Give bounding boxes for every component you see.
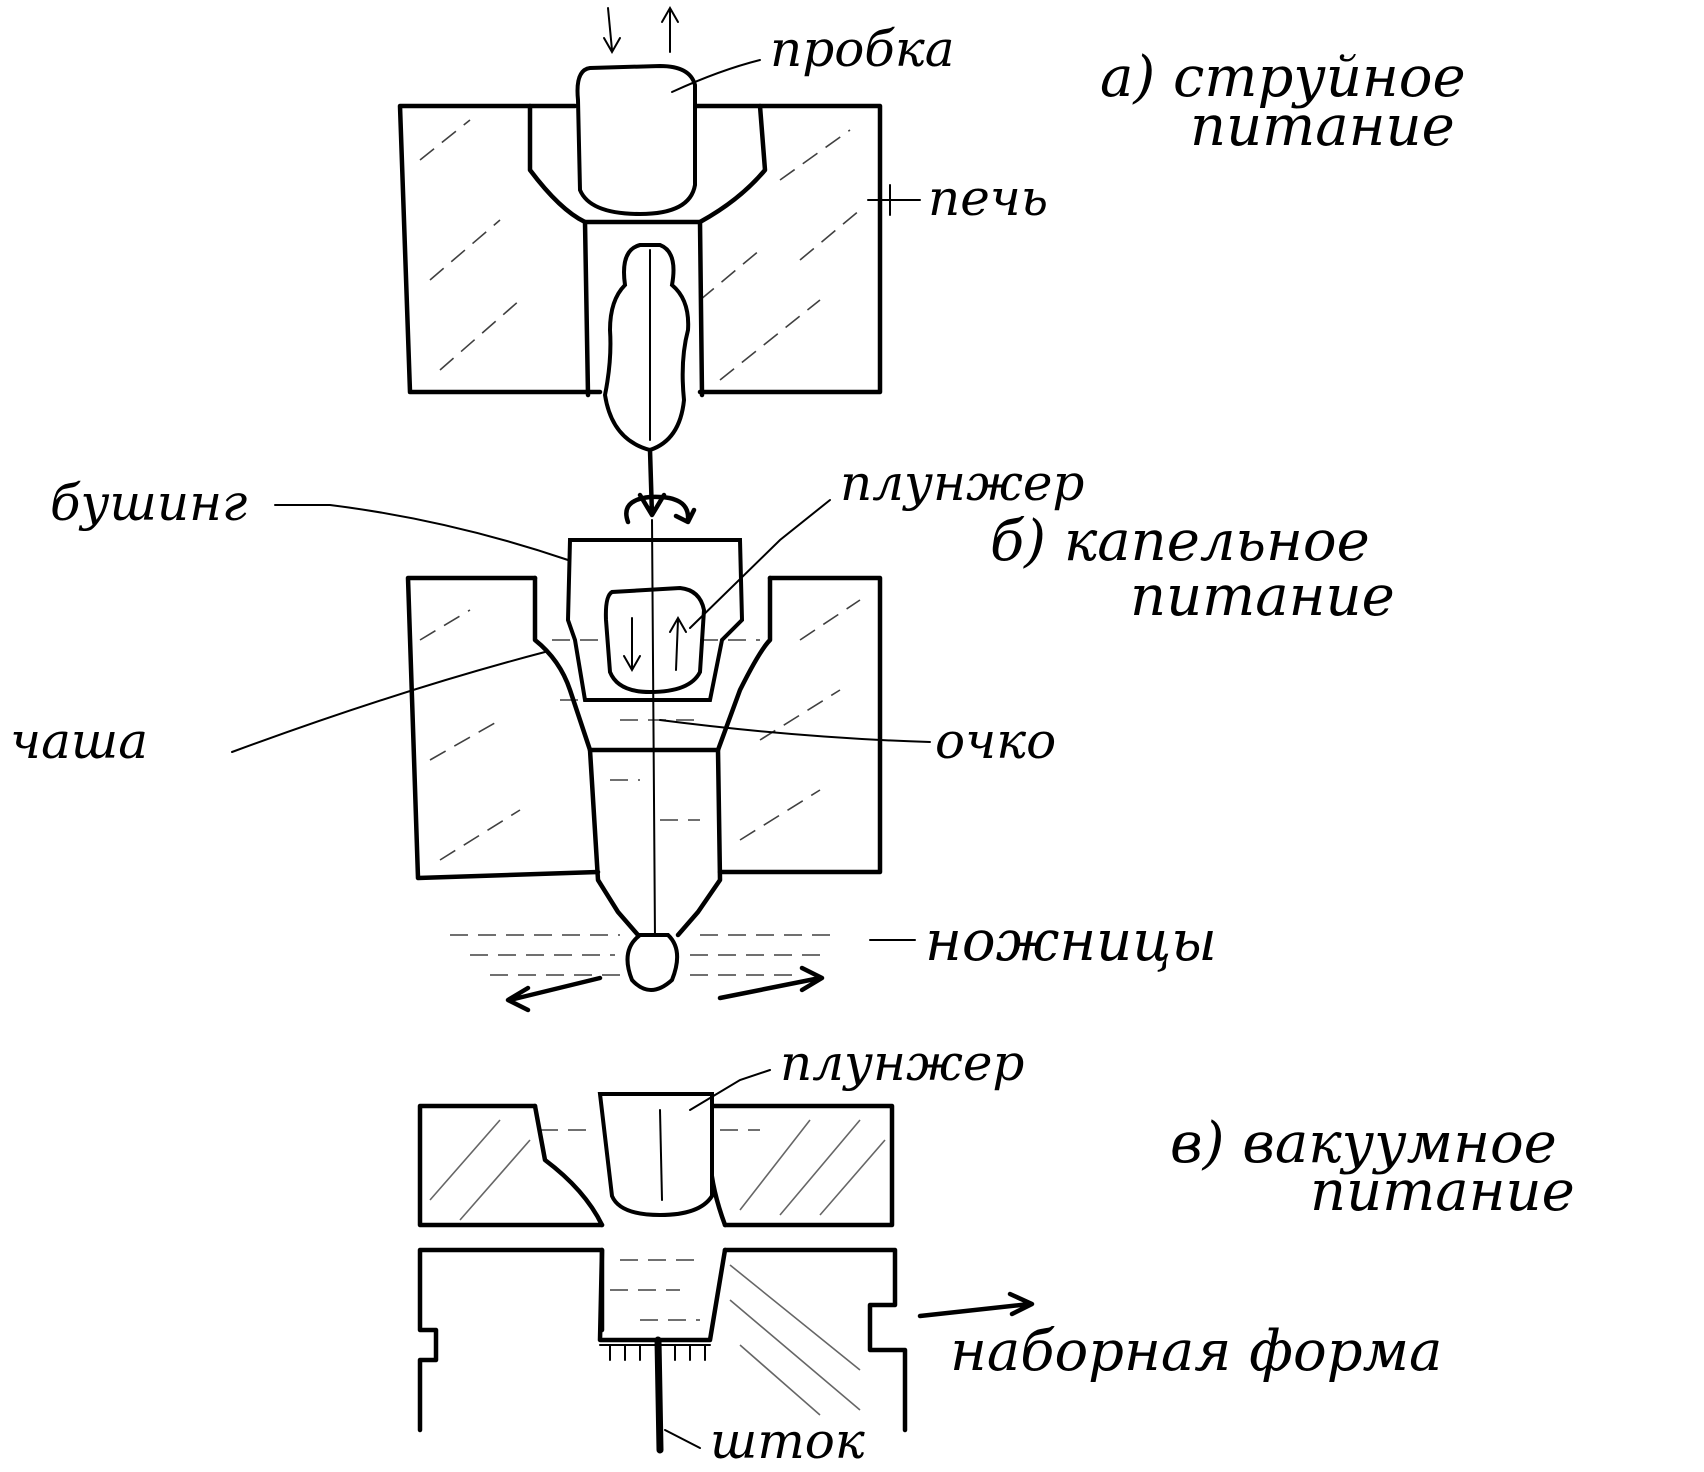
label-b-title-line2: питание	[1130, 564, 1395, 629]
leader-chasha	[231, 651, 546, 753]
label-b-title-line1: б) капельное	[990, 509, 1370, 574]
vacuum-glass-dashes	[540, 1129, 760, 1321]
section-a-stream-feeding	[397, 5, 921, 525]
leader-pech	[867, 184, 921, 216]
stream-down-arrow	[637, 447, 667, 518]
leader-bushing	[274, 504, 569, 561]
stopper-arrow-1	[603, 7, 621, 55]
leader-probka	[671, 59, 761, 93]
mould-move-arrow	[917, 1291, 1035, 1319]
label-bushing: бушинг	[50, 474, 247, 532]
section-b-drop-feeding	[231, 499, 931, 1013]
stopper-arrow-2	[661, 5, 679, 53]
label-nabornaya-forma: наборная форма	[950, 1319, 1442, 1384]
stopper	[575, 63, 697, 217]
feeder-hatching	[419, 599, 861, 861]
label-v-title-line1: в) вакуумное	[1170, 1111, 1557, 1176]
labels: пробка а) струйное питание печь бушинг п…	[10, 20, 1575, 1470]
label-chasha: чаша	[10, 712, 148, 770]
plunger-c	[597, 1092, 714, 1218]
label-probka: пробка	[770, 20, 955, 78]
label-v-title-line2: питание	[1310, 1159, 1575, 1224]
glass-gob	[625, 933, 680, 992]
glass-stream	[602, 243, 691, 453]
shears-arrow-left	[505, 975, 603, 1013]
label-shtok: шток	[710, 1412, 865, 1470]
label-a-title-line1: а) струйное	[1100, 45, 1466, 110]
leader-shtok	[664, 1429, 701, 1449]
vacuum-top-block	[417, 1103, 895, 1228]
label-pech: печь	[928, 169, 1048, 227]
mould-hatching	[729, 1264, 861, 1416]
label-plunger-bottom: плунжер	[780, 1034, 1024, 1092]
feeder-block	[405, 575, 883, 881]
plunger-c-axis	[659, 1109, 663, 1201]
plunger-b-axis	[651, 519, 656, 941]
section-c-vacuum-feeding	[417, 1069, 1035, 1454]
rod-comb	[599, 1344, 711, 1361]
orifice-tube	[587, 747, 723, 938]
leader-plunger-b	[689, 499, 831, 629]
plunger-b	[603, 585, 707, 695]
label-a-title-line2: питание	[1190, 94, 1455, 159]
furnace-block	[397, 103, 883, 395]
rod	[654, 1336, 664, 1454]
shears-lines	[450, 934, 830, 976]
label-ochko: очко	[935, 712, 1056, 770]
leader-plunger-c	[689, 1069, 771, 1111]
vacuum-top-hatching	[429, 1119, 886, 1221]
plunger-b-arrows	[623, 615, 687, 673]
label-plunger-top: плунжер	[840, 454, 1084, 512]
label-nozhnitsy: ножницы	[925, 909, 1217, 974]
rotation-arrow	[624, 494, 697, 525]
furnace-channel	[582, 219, 705, 398]
leader-ochko	[659, 719, 931, 743]
mould-cavity	[597, 1247, 728, 1343]
furnace-hatching	[419, 119, 861, 381]
shears-arrow-right	[717, 965, 825, 1001]
